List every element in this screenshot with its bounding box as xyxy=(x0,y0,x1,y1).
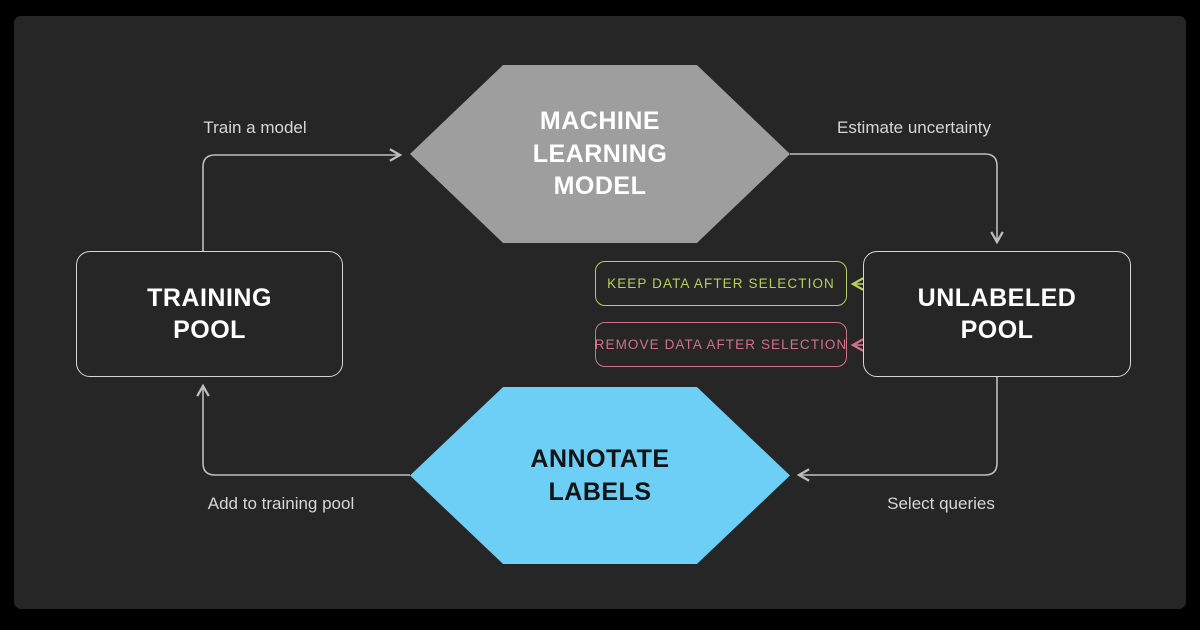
edge-label-add-to-training-pool: Add to training pool xyxy=(207,494,355,513)
node-annotate-labels: ANNOTATE LABELS xyxy=(410,387,790,564)
node-remove-data-after-selection: REMOVE DATA AFTER SELECTION xyxy=(595,322,847,367)
edge-label-estimate-uncertainty: Estimate uncertainty xyxy=(836,118,992,137)
remove-data-label: REMOVE DATA AFTER SELECTION xyxy=(594,337,848,352)
node-keep-data-after-selection: KEEP DATA AFTER SELECTION xyxy=(595,261,847,306)
node-training-pool: TRAINING POOL xyxy=(76,251,343,377)
node-machine-learning-model: MACHINE LEARNING MODEL xyxy=(410,65,790,243)
annotate-labels-label: ANNOTATE LABELS xyxy=(530,445,670,506)
node-unlabeled-pool: UNLABELED POOL xyxy=(863,251,1131,377)
machine-learning-model-label: MACHINE LEARNING MODEL xyxy=(532,107,668,201)
edge-label-train-a-model: Train a model xyxy=(203,118,307,137)
keep-data-label: KEEP DATA AFTER SELECTION xyxy=(607,276,835,291)
edge-label-select-queries: Select queries xyxy=(887,494,995,513)
training-pool-label: TRAINING POOL xyxy=(147,283,272,345)
unlabeled-pool-label: UNLABELED POOL xyxy=(917,283,1077,345)
